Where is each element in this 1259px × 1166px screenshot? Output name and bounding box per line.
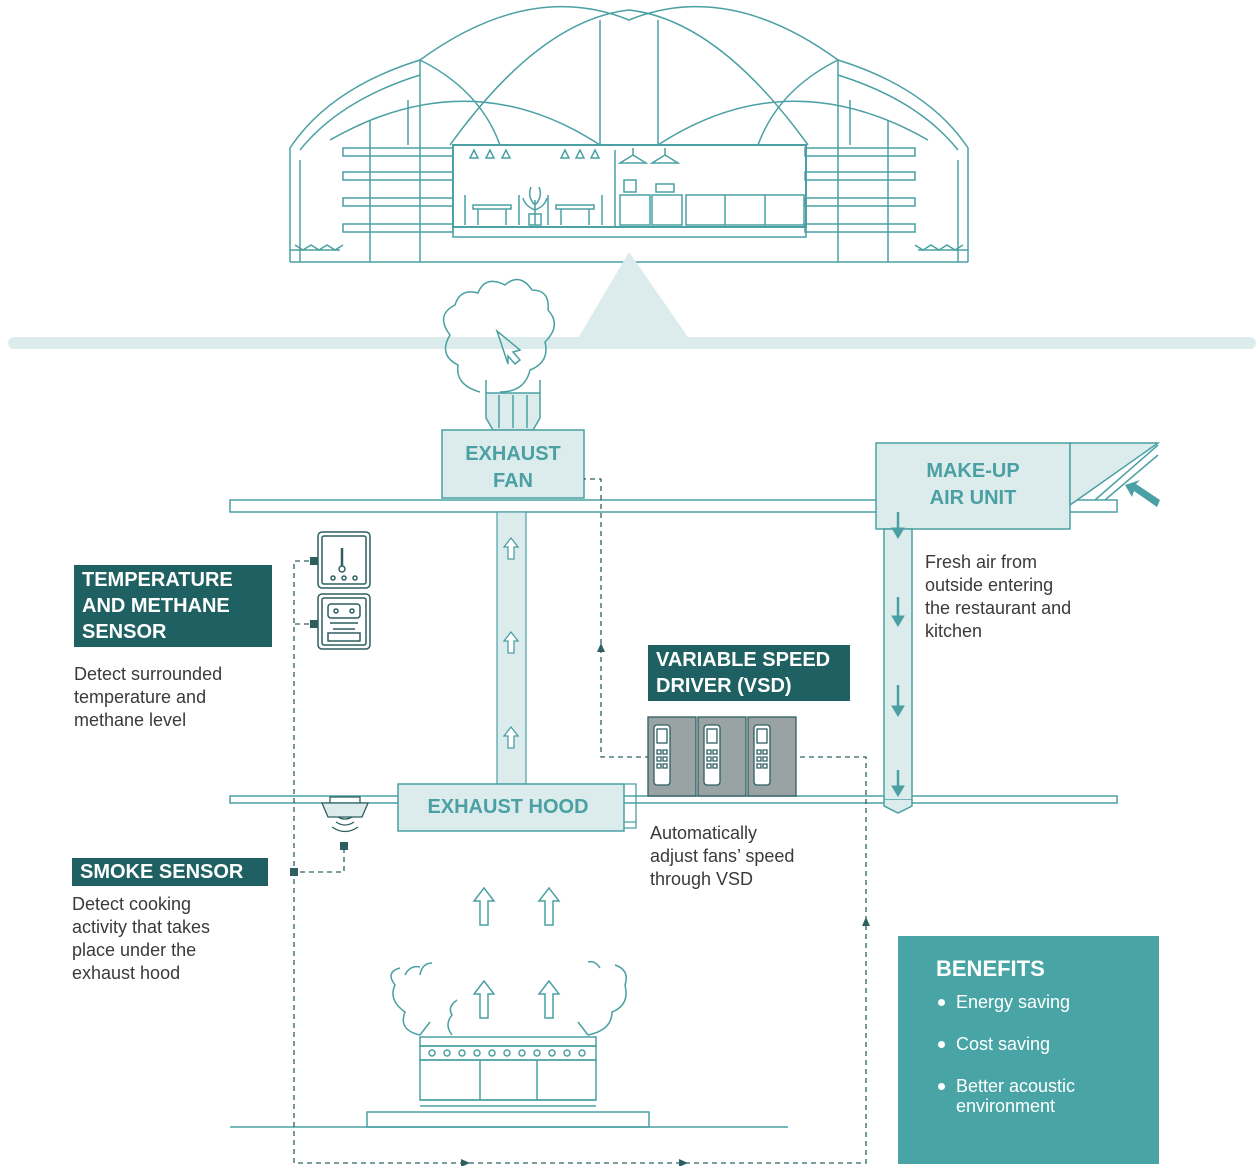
exhaust-fan-label: EXHAUST FAN <box>442 441 584 495</box>
exhaust-hood-label: EXHAUST HOOD <box>427 796 589 818</box>
hood-level-line <box>229 795 1118 804</box>
fresh-air-desc-line2: outside entering <box>925 575 1054 595</box>
smoke-desc-line4: exhaust hood <box>72 963 181 983</box>
temp-desc-line3: methane level <box>74 710 187 730</box>
smoke-desc-line1: Detect cooking <box>72 894 192 914</box>
vsd-description: Automatically adjust fans’ speed through… <box>650 822 794 891</box>
makeup-air-unit-label-line1: MAKE-UP <box>926 460 1020 482</box>
benefit-item: Energy saving <box>936 992 1159 1012</box>
cooking-steam <box>390 960 627 1036</box>
ceiling-line <box>229 499 1118 513</box>
temp-label-line1: TEMPERATURE <box>82 569 233 591</box>
temp-label-line2: AND METHANE <box>82 595 230 617</box>
vsd-desc-line1: Automatically <box>650 823 758 843</box>
smoke-desc-line2: activity that takes <box>72 917 211 937</box>
fresh-air-description: Fresh air from outside entering the rest… <box>925 551 1071 643</box>
smoke-sensor-device <box>321 796 369 833</box>
vsd-label: VARIABLE SPEED DRIVER (VSD) <box>648 645 850 701</box>
benefits-panel: BENEFITS Energy saving Cost saving Bette… <box>898 936 1159 1164</box>
vsd-desc-line2: adjust fans’ speed <box>650 846 795 866</box>
vsd-units <box>647 716 797 797</box>
smoke-description: Detect cooking activity that takes place… <box>72 893 210 985</box>
benefit-item: Better acoustic environment <box>936 1076 1116 1116</box>
temp-label-line3: SENSOR <box>82 621 167 643</box>
temperature-description: Detect surrounded temperature and methan… <box>74 663 222 732</box>
exhaust-fan-label-line1: EXHAUST <box>465 443 561 465</box>
exhaust-smoke-cloud <box>442 278 555 393</box>
benefits-title: BENEFITS <box>936 956 1045 981</box>
exhaust-fan-box <box>441 429 585 499</box>
duct-up-arrows <box>502 536 520 749</box>
control-signal-markers <box>290 557 870 1166</box>
cooking-stove <box>366 1036 650 1128</box>
fresh-air-desc-line4: kitchen <box>925 621 983 641</box>
exhaust-fan-label-line2: FAN <box>493 470 533 492</box>
vsd-label-line2: DRIVER (VSD) <box>656 675 792 697</box>
vsd-label-line1: VARIABLE SPEED <box>656 649 831 671</box>
smoke-sensor-label: SMOKE SENSOR <box>72 858 268 886</box>
makeup-air-unit-label-line2: AIR UNIT <box>929 487 1017 509</box>
temperature-sensor-device <box>317 531 371 589</box>
temp-desc-line2: temperature and <box>74 687 207 707</box>
fresh-air-desc-line1: Fresh air from <box>925 552 1038 572</box>
vsd-desc-line3: through VSD <box>650 869 754 889</box>
exhaust-hood-box <box>397 783 625 832</box>
hood-up-arrows <box>472 886 561 1019</box>
fresh-air-down-arrows <box>891 512 905 797</box>
makeup-air-unit-illustration <box>875 442 1161 814</box>
fresh-air-desc-line3: the restaurant and <box>925 598 1072 618</box>
temp-desc-line1: Detect surrounded <box>74 664 223 684</box>
benefit-item: Cost saving <box>936 1034 1159 1054</box>
ground-slab <box>8 337 1256 349</box>
support-triangle <box>577 252 690 340</box>
makeup-air-unit-label: MAKE-UP AIR UNIT <box>876 458 1070 512</box>
fresh-air-intake-arrow <box>1125 480 1160 507</box>
restaurant-building-illustration <box>289 5 969 263</box>
temperature-methane-sensor-label: TEMPERATURE AND METHANE SENSOR <box>74 565 272 647</box>
benefits-list: Energy saving Cost saving Better acousti… <box>936 992 1159 1116</box>
methane-sensor-device <box>317 593 371 650</box>
exhaust-fan-motor <box>485 392 541 431</box>
smoke-desc-line3: place under the <box>72 940 197 960</box>
